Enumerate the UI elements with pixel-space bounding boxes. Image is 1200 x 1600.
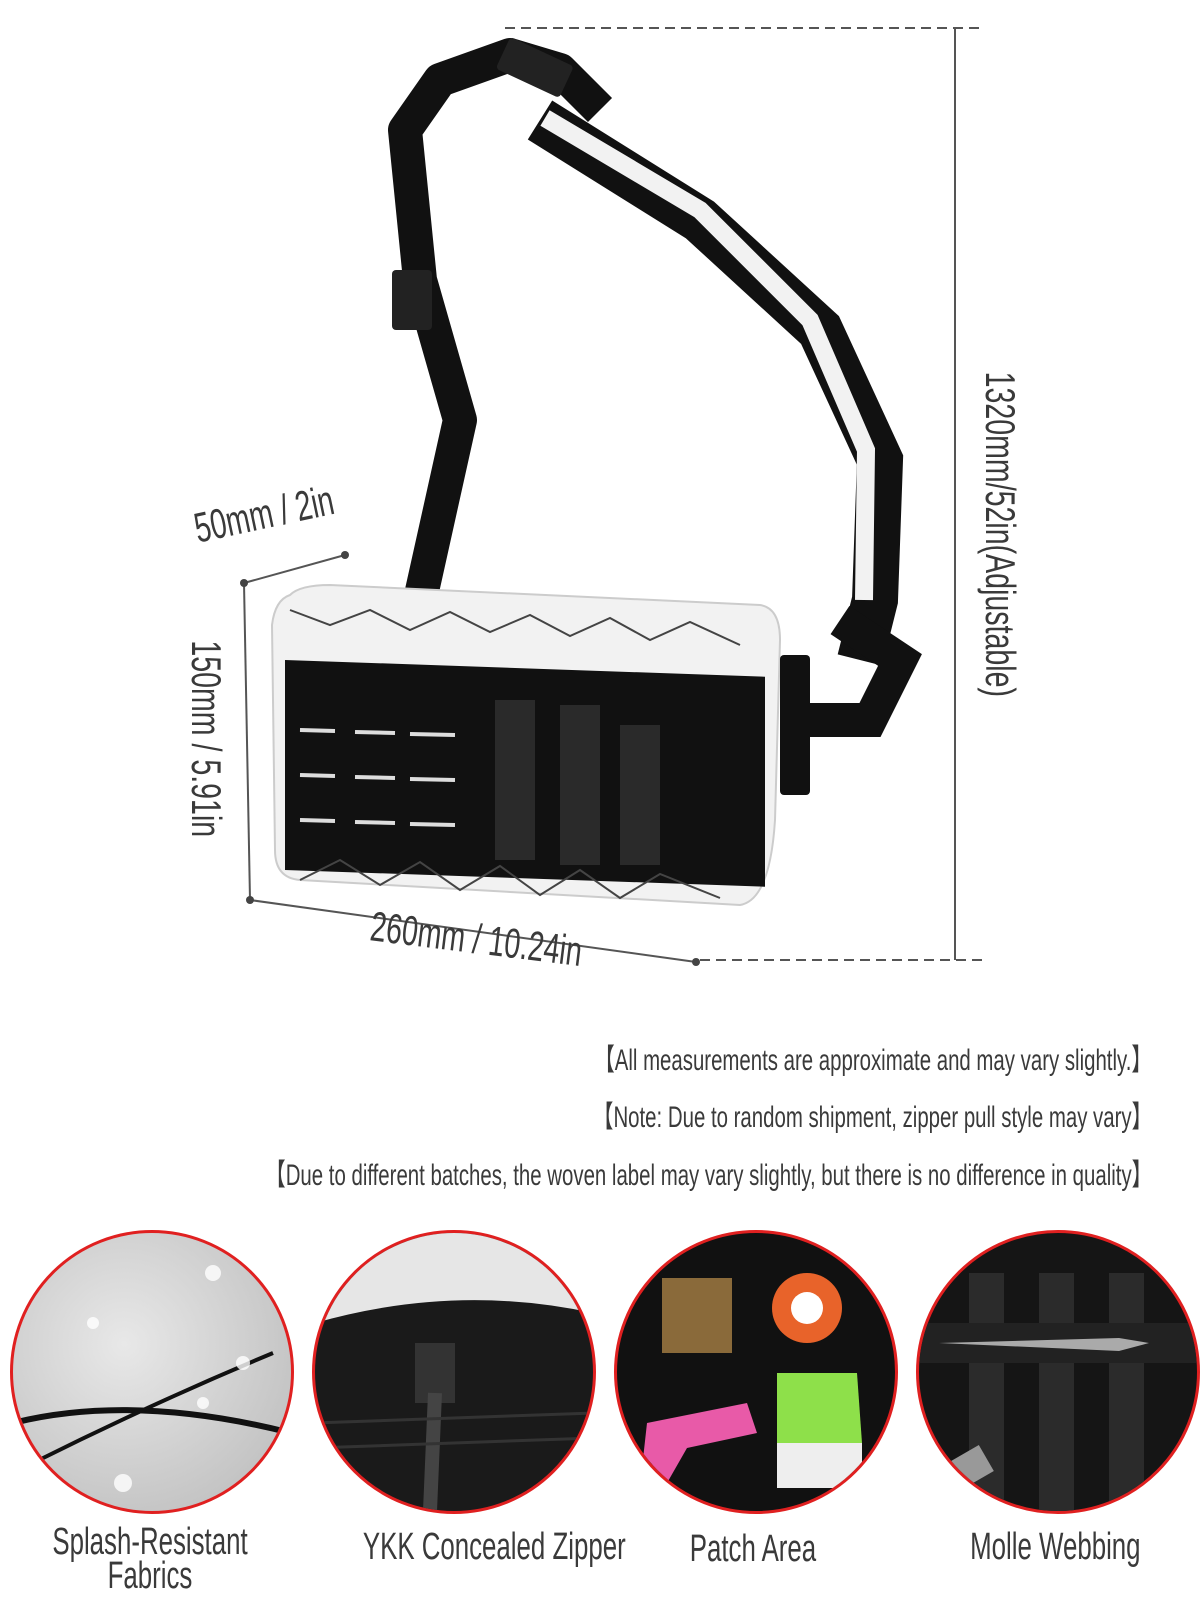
strap-length-label: 1320mm/52in(Adjustable) [977,371,1024,697]
height-dimension-label: 150mm / 5.91in [183,640,230,838]
zipper-closeup-photo [312,1230,596,1514]
note-zipper: 【Note: Due to random shipment, zipper pu… [593,1101,1152,1134]
molle-webbing-photo [916,1230,1200,1514]
note-label: 【Due to different batches, the woven lab… [265,1159,1152,1192]
feature-label-ykk-zipper: YKK Concealed Zipper [362,1526,626,1568]
dimension-lines [243,27,985,963]
feature-label-molle-webbing: Molle Webbing [969,1526,1141,1568]
laser-cut-slots [299,728,456,827]
bag-illustration [240,27,985,966]
feature-label-patch-area: Patch Area [689,1528,817,1570]
note-measurements: 【All measurements are approximate and ma… [594,1044,1152,1077]
fabric-closeup-photo [10,1230,294,1514]
patch-area-photo [614,1230,898,1514]
feature-label-splash-resistant: Splash-Resistant Fabrics [52,1521,248,1597]
